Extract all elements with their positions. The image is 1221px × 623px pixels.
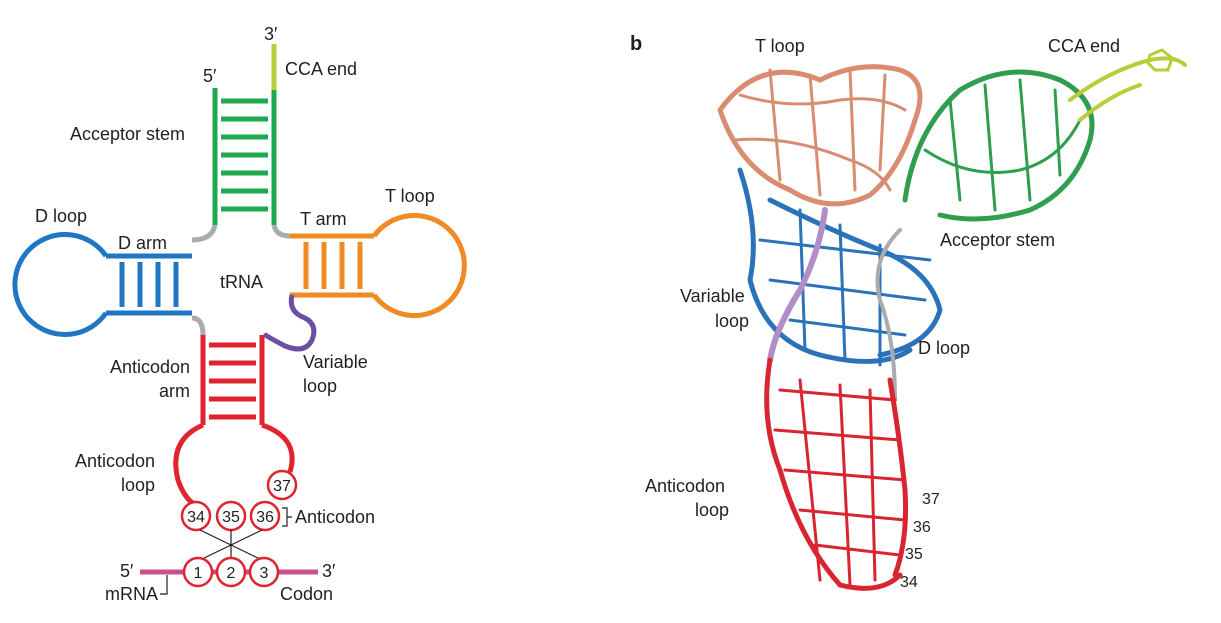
nucleotide-34-label: 34 xyxy=(187,509,205,526)
t-arm-label: T arm xyxy=(300,209,347,229)
codon-pairing-lines xyxy=(199,529,263,561)
cca-end-3d xyxy=(1068,48,1187,122)
acceptor-stem-3d-label: Acceptor stem xyxy=(940,230,1055,250)
codon-nucleotides xyxy=(182,556,280,588)
three-prime-label: 3′ xyxy=(264,24,278,44)
mrna-five-prime-label: 5′ xyxy=(120,561,134,581)
mrna-pointer xyxy=(160,575,168,595)
d-loop-3d-label: D loop xyxy=(918,338,970,358)
nucleotide-36-3d-label: 36 xyxy=(913,519,931,536)
d-arm xyxy=(12,232,192,337)
variable-loop-label-2: loop xyxy=(303,376,337,396)
codon-1-label: 1 xyxy=(194,565,203,582)
panel-b-label: b xyxy=(630,33,642,55)
t-loop-circle xyxy=(371,213,467,318)
nucleotide-34-3d-label: 34 xyxy=(900,574,918,591)
t-loop-label: T loop xyxy=(385,186,435,206)
codon-2-label: 2 xyxy=(227,565,236,582)
five-prime-label: 5′ xyxy=(203,66,217,86)
trna-label: tRNA xyxy=(220,272,263,292)
nucleotide-36-label: 36 xyxy=(256,509,274,526)
cca-end-label: CCA end xyxy=(285,59,357,79)
nucleotide-35-3d-label: 35 xyxy=(905,546,923,563)
d-arm-label: D arm xyxy=(118,233,167,253)
trna-3d-structure: b xyxy=(630,33,1187,591)
anticodon-loop-3d-label-2: loop xyxy=(695,500,729,520)
anticodon-loop-curve xyxy=(173,422,205,508)
t-loop-3d xyxy=(717,64,923,207)
variable-loop-3d xyxy=(767,207,828,363)
t-arm xyxy=(290,213,467,318)
mrna-three-prime-label: 3′ xyxy=(322,561,336,581)
linker-3d xyxy=(875,228,902,402)
anticodon-label: Anticodon xyxy=(295,507,375,527)
variable-loop-label-1: Variable xyxy=(303,352,368,372)
mrna-label: mRNA xyxy=(105,584,158,604)
nucleotide-37-3d-label: 37 xyxy=(922,491,940,508)
nucleotide-37-label: 37 xyxy=(273,478,291,495)
anticodon-arm xyxy=(173,335,295,508)
t-loop-3d-label: T loop xyxy=(755,36,805,56)
anticodon-3d xyxy=(764,357,909,591)
variable-loop-3d-label-1: Variable xyxy=(680,286,745,306)
anticodon-bracket xyxy=(282,507,292,527)
acceptor-stem-3d xyxy=(902,69,1095,222)
linker-acceptor-darm xyxy=(191,224,218,243)
variable-loop-3d-label-2: loop xyxy=(715,311,749,331)
cca-end-3d-label: CCA end xyxy=(1048,36,1120,56)
anticodon-arm-label-2: arm xyxy=(159,381,190,401)
codon-label: Codon xyxy=(280,584,333,604)
linker-darm-anticodon xyxy=(191,315,206,336)
variable-loop xyxy=(262,294,317,352)
linker-acceptor-tarm xyxy=(271,224,291,239)
d-arm-3d xyxy=(737,167,943,367)
cloverleaf-diagram: 37 34 35 36 1 2 3 5′ 3′ CCA end Acceptor… xyxy=(12,24,467,604)
nucleotide-35-label: 35 xyxy=(222,509,240,526)
acceptor-stem-label: Acceptor stem xyxy=(70,124,185,144)
d-loop-label: D loop xyxy=(35,206,87,226)
d-loop-circle xyxy=(12,232,109,337)
anticodon-loop-3d-label-1: Anticodon xyxy=(645,476,725,496)
anticodon-loop-label-2: loop xyxy=(121,475,155,495)
codon-3-label: 3 xyxy=(260,565,269,582)
anticodon-arm-label-1: Anticodon xyxy=(110,357,190,377)
anticodon-loop-label-1: Anticodon xyxy=(75,451,155,471)
acceptor-stem xyxy=(212,88,277,225)
